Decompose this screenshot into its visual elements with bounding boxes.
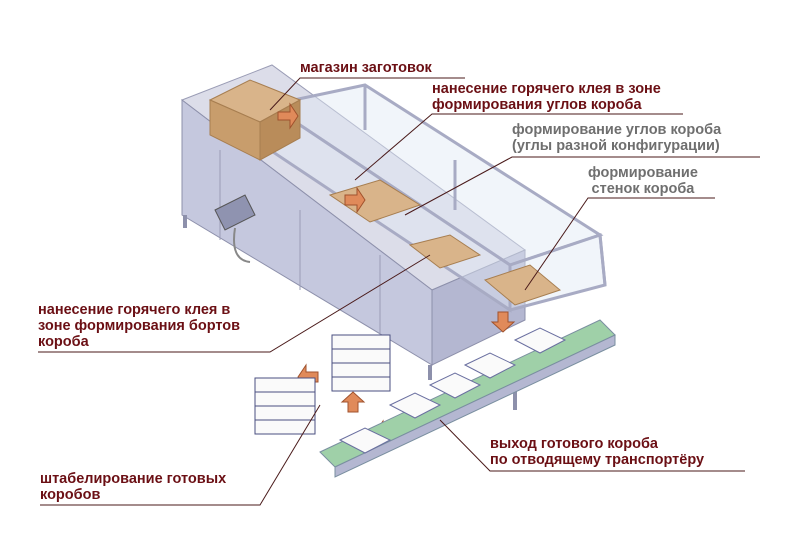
label-blank-magazine: магазин заготовок — [300, 60, 432, 76]
finished-cartons — [338, 327, 567, 454]
label-line: нанесение горячего клея в — [38, 302, 231, 318]
carton-stack-right — [331, 334, 391, 392]
control-panel — [214, 194, 256, 231]
label-line: формирование — [588, 165, 698, 181]
label-line: по отводящему транспортёру — [490, 452, 705, 468]
carton-forming — [483, 264, 562, 306]
label-line: короба — [38, 334, 89, 350]
control-cable — [233, 227, 251, 263]
label-line: нанесение горячего клея в зоне — [432, 81, 661, 97]
label-line: штабелирование готовых — [40, 471, 227, 487]
label-line: формирование углов короба — [512, 122, 722, 138]
label-glue-corners: нанесение горячего клея в зоне формирова… — [432, 81, 661, 113]
label-line: зоне формирования бортов — [38, 318, 241, 334]
conveyor-side — [334, 334, 616, 478]
label-line: выход готового короба — [490, 436, 658, 452]
label-line: коробов — [40, 487, 101, 503]
label-output-conveyor: выход готового короба по отводящему тран… — [490, 436, 704, 468]
label-line: формирования углов короба — [432, 97, 642, 113]
label-line: стенок короба — [591, 181, 695, 197]
leader-lines — [38, 77, 760, 506]
label-line: магазин заготовок — [300, 60, 432, 76]
label-corner-forming: формирование углов короба (углы разной к… — [512, 122, 721, 154]
carton-stack-left — [254, 377, 316, 435]
label-stacking: штабелирование готовых коробов — [40, 471, 226, 503]
carton-blank — [408, 234, 482, 269]
label-wall-forming: формирование стенок короба — [588, 165, 698, 197]
label-line: (углы разной конфигурации) — [512, 138, 720, 154]
label-glue-sides: нанесение горячего клея в зоне формирова… — [38, 302, 240, 350]
